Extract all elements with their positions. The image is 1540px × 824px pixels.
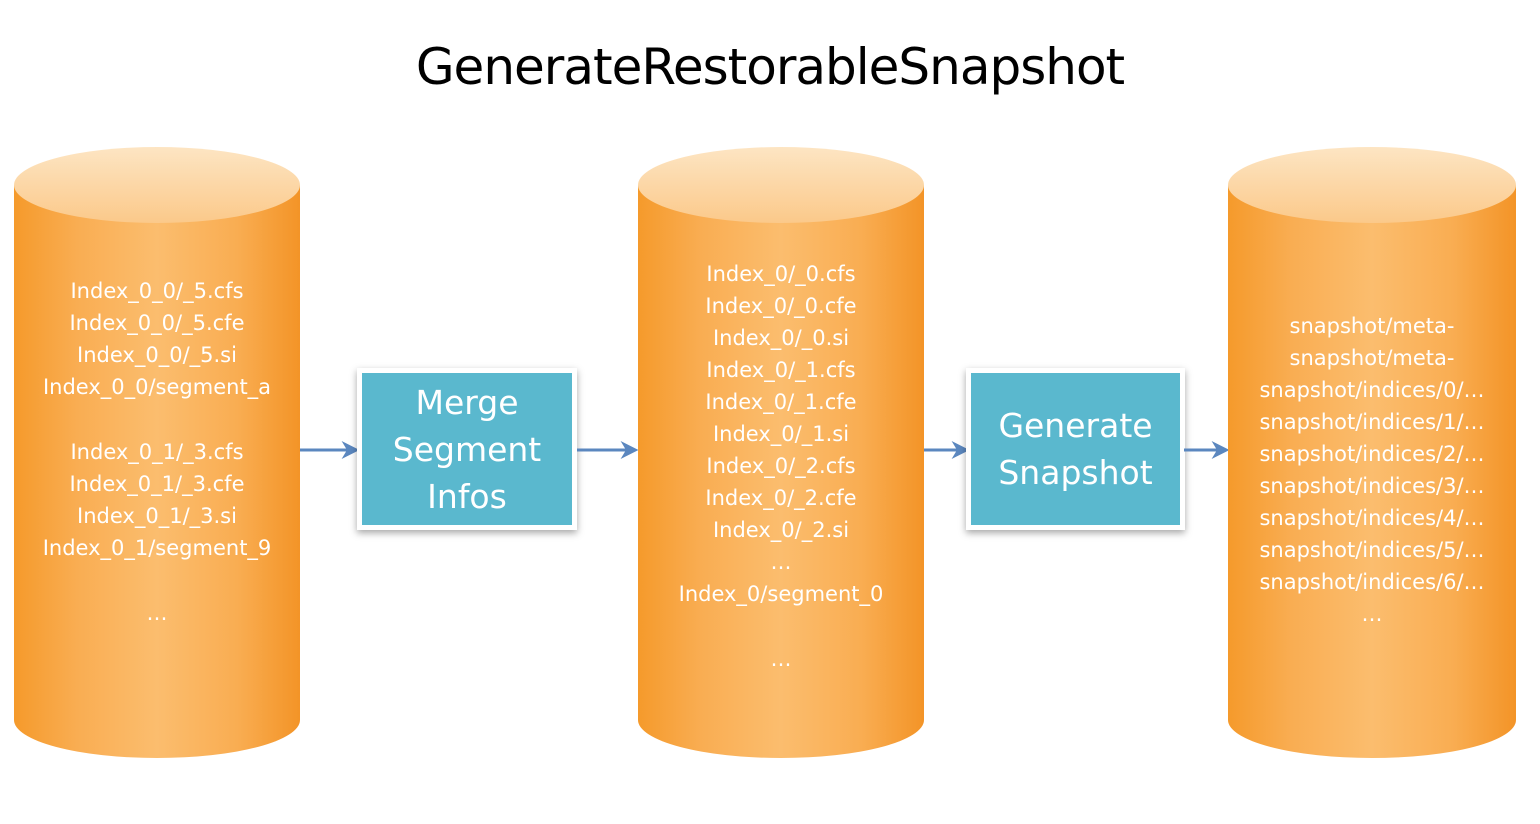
process-label-line: Infos [427, 476, 507, 516]
file-line: Index_0/segment_0 [678, 582, 884, 606]
file-line: Index_0_1/_3.si [77, 504, 237, 528]
blank-line [636, 610, 926, 643]
file-line: Index_0/_2.si [712, 518, 850, 542]
file-line: snapshot/indices/2/… [1259, 442, 1485, 466]
merge-segment-infos-box: Merge Segment Infos [357, 368, 577, 530]
generate-snapshot-box: Generate Snapshot [966, 368, 1185, 530]
file-line: snapshot/indices/6/… [1259, 570, 1485, 594]
merged-segments-cylinder: Index_0/_0.cfs Index_0/_0.cfe Index_0/_0… [636, 140, 926, 760]
file-line: Index_0_1/_3.cfe [69, 472, 245, 496]
process-label-line: Segment [392, 429, 542, 469]
file-line: Index_0_0/_5.cfs [70, 279, 244, 303]
cylinder-file-list: Index_0/_0.cfs Index_0/_0.cfe Index_0/_0… [636, 258, 926, 675]
cylinder-file-list: Index_0_0/_5.cfs Index_0_0/_5.cfe Index_… [12, 275, 302, 629]
ellipsis-line: … [770, 647, 792, 671]
file-line: Index_0/_0.cfe [705, 294, 857, 318]
file-line: snapshot/indices/0/… [1259, 378, 1485, 402]
arrow-right-icon [300, 441, 360, 459]
file-line: Index_0/_1.cfe [705, 390, 857, 414]
file-line: snapshot/meta- [1289, 314, 1455, 338]
source-segments-cylinder: Index_0_0/_5.cfs Index_0_0/_5.cfe Index_… [12, 140, 302, 760]
cylinder-shape [14, 147, 300, 758]
blank-line [12, 564, 302, 597]
blank-line [12, 403, 302, 436]
file-line: Index_0/_0.si [712, 326, 850, 350]
file-line: Index_0_1/segment_9 [42, 536, 272, 560]
file-line: snapshot/meta- [1289, 346, 1455, 370]
file-line: Index_0_1/_3.cfs [70, 440, 244, 464]
process-label-line: Snapshot [998, 453, 1153, 492]
arrow-right-icon [1184, 441, 1230, 459]
file-line: snapshot/indices/4/… [1259, 506, 1485, 530]
file-line: snapshot/indices/3/… [1259, 474, 1485, 498]
process-label-line: Generate [998, 406, 1153, 445]
file-line: Index_0_0/segment_a [42, 375, 272, 399]
cylinder-shape [638, 147, 924, 758]
cylinder-file-list: snapshot/meta- snapshot/meta- snapshot/i… [1226, 310, 1518, 630]
snapshot-files-cylinder: snapshot/meta- snapshot/meta- snapshot/i… [1226, 140, 1518, 760]
file-line: Index_0/_2.cfs [706, 454, 856, 478]
arrow-right-icon [924, 441, 970, 459]
file-line: Index_0_0/_5.cfe [69, 311, 245, 335]
file-line: Index_0/_1.si [712, 422, 850, 446]
ellipsis-line: … [146, 601, 168, 625]
file-line: Index_0_0/_5.si [77, 343, 237, 367]
ellipsis-line: … [770, 550, 792, 574]
file-line: snapshot/indices/1/… [1259, 410, 1485, 434]
process-label-line: Merge [415, 382, 519, 422]
cylinder-shape [1228, 147, 1516, 758]
arrow-right-icon [577, 441, 639, 459]
file-line: Index_0/_1.cfs [706, 358, 856, 382]
ellipsis-line: … [1361, 602, 1383, 626]
file-line: Index_0/_2.cfe [705, 486, 857, 510]
file-line: snapshot/indices/5/… [1259, 538, 1485, 562]
diagram-title: GenerateRestorableSnapshot [415, 38, 1125, 96]
file-line: Index_0/_0.cfs [706, 262, 856, 286]
